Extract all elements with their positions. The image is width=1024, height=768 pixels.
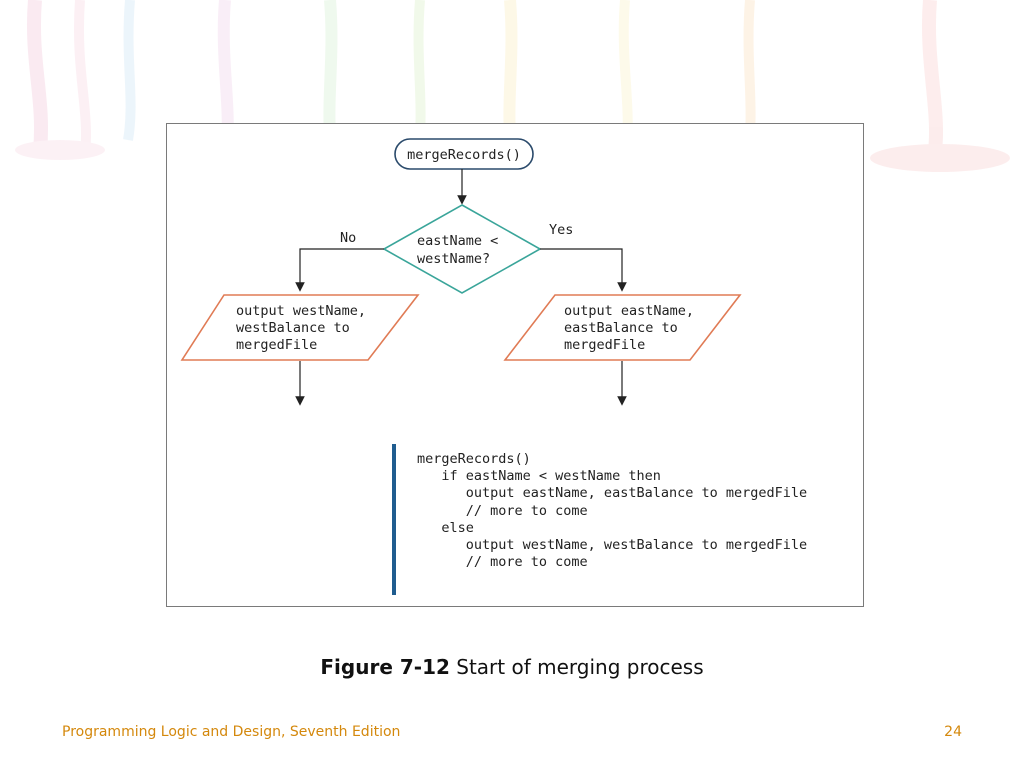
figure-caption-text: Start of merging process [449, 655, 704, 679]
output-west-parallelogram [180, 294, 420, 361]
pseudocode-line: // more to come [417, 502, 588, 519]
start-terminal [394, 138, 534, 170]
decision-diamond [382, 204, 542, 294]
arrow-no-branch [295, 248, 384, 292]
output-east-line2: eastBalance to [564, 320, 678, 336]
output-west-line2: westBalance to [236, 320, 350, 336]
flowchart: mergeRecords() eastName < westName? No Y… [180, 138, 742, 406]
start-terminal-label: mergeRecords() [407, 147, 521, 163]
output-east-parallelogram [503, 294, 742, 361]
arrow-yes-branch [540, 248, 627, 292]
page-number: 24 [944, 724, 962, 740]
pseudocode-line: // more to come [417, 554, 588, 571]
decision-label-line2: westName? [417, 251, 490, 267]
pseudocode-line: else [417, 519, 474, 536]
decision-label-line1: eastName < [417, 233, 498, 249]
figure-frame: mergeRecords() eastName < westName? No Y… [166, 123, 864, 607]
output-west-line1: output westName, [236, 303, 366, 319]
pseudocode-line: mergeRecords() [417, 451, 531, 467]
figure-caption: Figure 7-12 Start of merging process [0, 655, 1024, 679]
output-west-line3: mergedFile [236, 337, 317, 353]
no-label: No [340, 230, 356, 246]
footer-book-title: Programming Logic and Design, Seventh Ed… [62, 724, 401, 740]
pseudocode-accent-bar [392, 444, 396, 595]
output-east-line3: mergedFile [564, 337, 645, 353]
pseudocode-block: mergeRecords() if eastName < westName th… [417, 451, 807, 571]
output-east-line1: output eastName, [564, 303, 694, 319]
yes-label: Yes [549, 222, 573, 238]
pseudocode-line: output eastName, eastBalance to mergedFi… [417, 485, 808, 502]
figure-number: Figure 7-12 [320, 655, 450, 679]
pseudocode-line: if eastName < westName then [417, 468, 661, 485]
pseudocode-line: output westName, westBalance to mergedFi… [417, 537, 808, 554]
